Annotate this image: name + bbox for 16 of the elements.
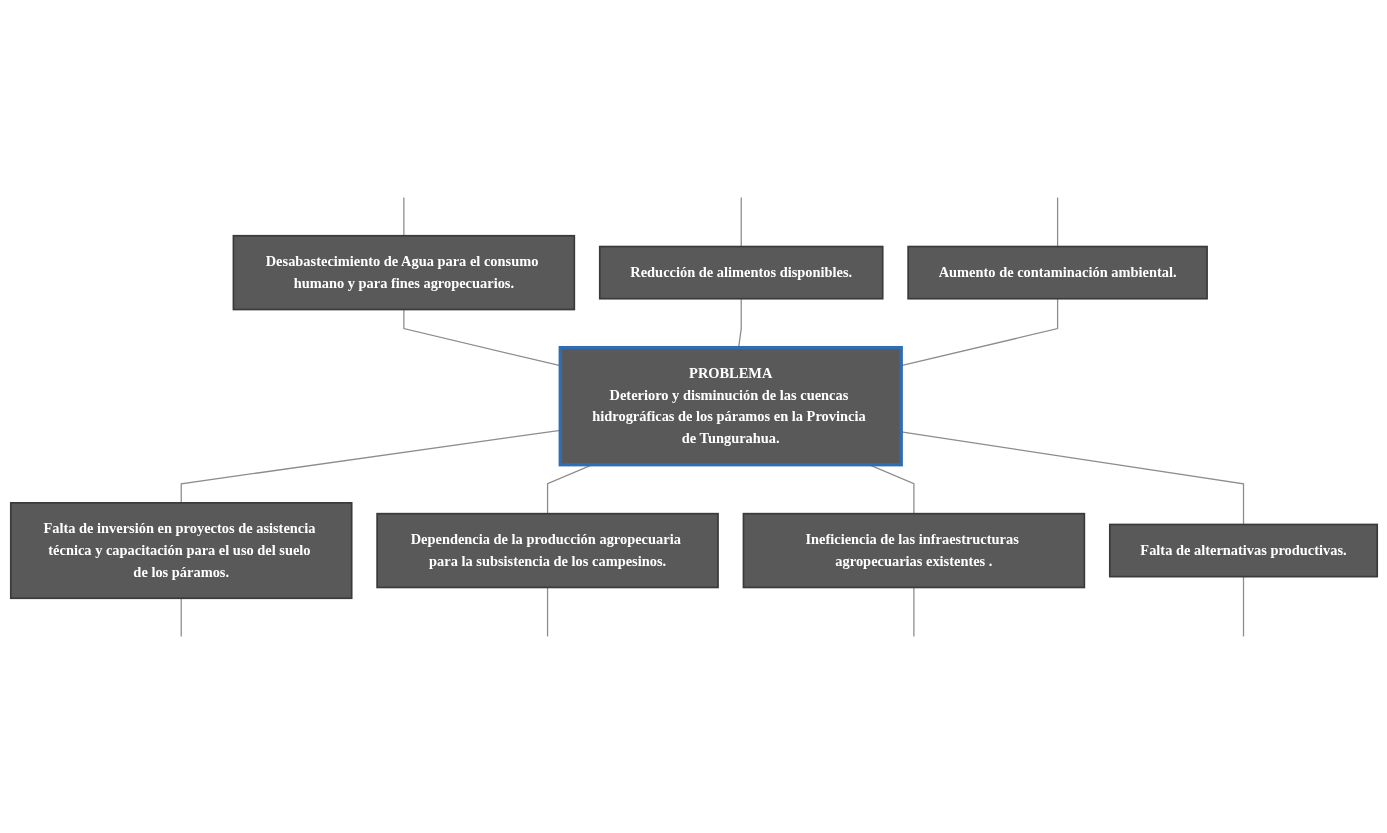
node-box: PROBLEMA Deterioro y disminución de las cuencas hidrográficas de los páramos en la Provincia de Tungurahua.	[558, 345, 903, 466]
connector	[180, 597, 182, 637]
node-box: Aumento de contaminación ambiental.	[906, 245, 1208, 300]
node-box: Ineficiencia de las infraestructuras agropecuarias existentes .	[742, 512, 1085, 588]
node-box: Desabastecimiento de Agua para el consumo humano y para fines agropecuarios.	[232, 234, 575, 310]
connector	[737, 297, 742, 348]
connector	[402, 196, 404, 236]
node-box: Falta de inversión en proyectos de asistencia técnica y capacitación para el uso del suelo de los páramos.	[9, 501, 353, 599]
connector	[1242, 575, 1244, 637]
connector	[1056, 196, 1058, 247]
connector	[740, 196, 742, 247]
node-box: Falta de alternativas productivas.	[1108, 523, 1378, 577]
node-box: Reducción de alimentos disponibles.	[598, 245, 884, 300]
connector	[546, 586, 548, 637]
connector	[912, 586, 915, 637]
node-box: Dependencia de la producción agropecuaria para la subsistencia de los campesinos.	[375, 512, 719, 588]
